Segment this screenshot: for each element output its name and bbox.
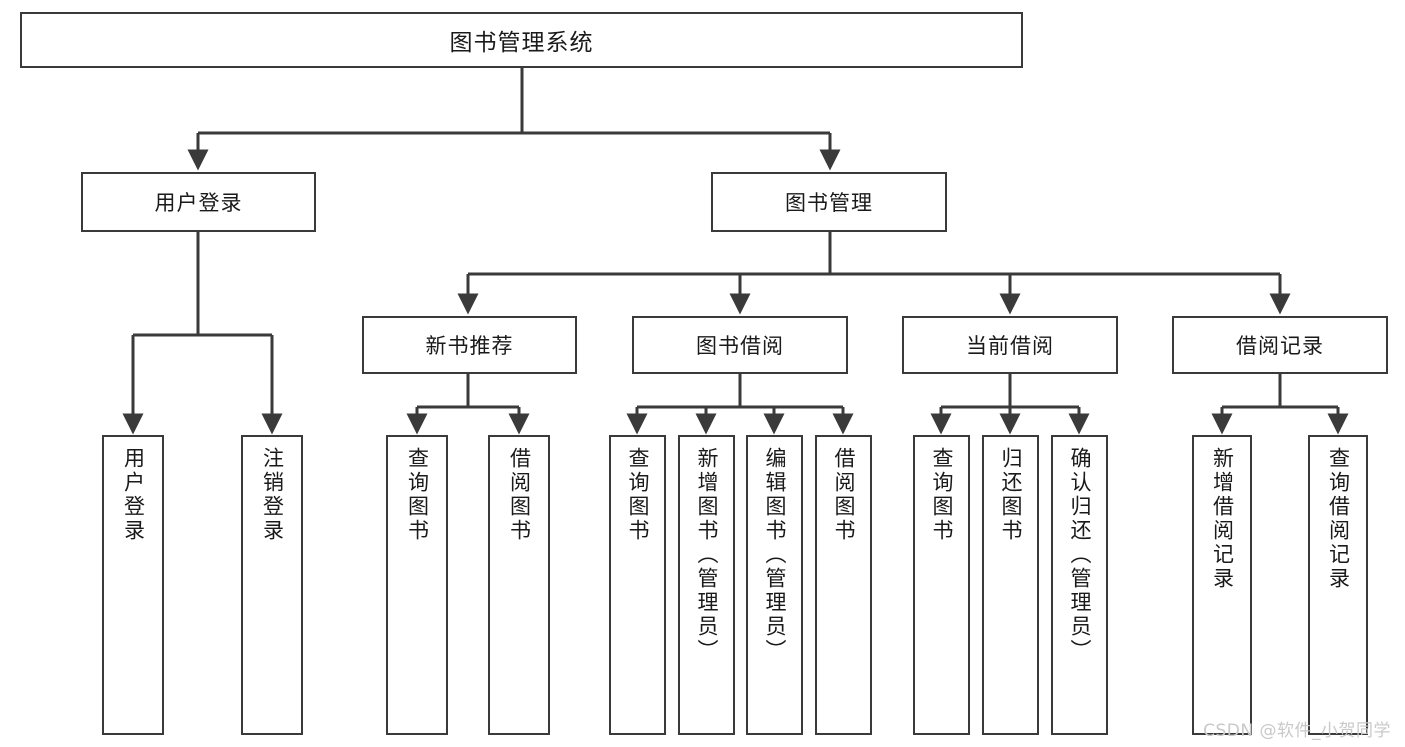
csdn-watermark: CSDN @软件_小贺同学: [1203, 721, 1391, 741]
leaf-current-confirm-return-admin[interactable]: 确认归还（管理员）: [1051, 435, 1108, 735]
node-label: 用户登录: [154, 191, 243, 215]
node-label: 编辑图书（管理员）: [763, 447, 787, 663]
node-label: 图书借阅: [696, 334, 784, 358]
node-book-management[interactable]: 图书管理: [711, 172, 947, 232]
leaf-borrow-edit-book-admin[interactable]: 编辑图书（管理员）: [746, 435, 803, 735]
node-book-borrow[interactable]: 图书借阅: [632, 316, 848, 374]
node-label: 图书管理系统: [449, 30, 594, 56]
node-user-login[interactable]: 用户登录: [81, 172, 316, 232]
leaf-borrow-borrow-book[interactable]: 借阅图书: [815, 435, 872, 735]
node-label: 新增图书（管理员）: [695, 447, 719, 663]
node-label: 确认归还（管理员）: [1068, 447, 1092, 663]
node-label: 用户登录: [121, 447, 146, 543]
node-label: 借阅图书: [832, 447, 856, 543]
leaf-borrow-query-book[interactable]: 查询图书: [609, 435, 666, 735]
node-label: 查询借阅记录: [1326, 447, 1351, 591]
leaf-borrow-add-book-admin[interactable]: 新增图书（管理员）: [678, 435, 735, 735]
node-label: 当前借阅: [966, 334, 1054, 358]
node-label: 借阅记录: [1236, 334, 1324, 358]
leaf-current-return-book[interactable]: 归还图书: [982, 435, 1039, 735]
node-label: 借阅图书: [507, 447, 532, 543]
node-label: 新增借阅记录: [1210, 447, 1235, 591]
node-label: 查询图书: [626, 447, 650, 543]
leaf-record-query-borrow-record[interactable]: 查询借阅记录: [1308, 435, 1368, 735]
node-current-borrow[interactable]: 当前借阅: [902, 316, 1118, 374]
node-label: 查询图书: [405, 447, 430, 543]
node-new-book-recommend[interactable]: 新书推荐: [362, 316, 577, 374]
node-label: 归还图书: [999, 447, 1023, 543]
node-root-book-management-system[interactable]: 图书管理系统: [20, 12, 1023, 68]
node-borrow-record[interactable]: 借阅记录: [1172, 316, 1388, 374]
leaf-record-add-borrow-record[interactable]: 新增借阅记录: [1192, 435, 1252, 735]
leaf-new-book-borrow-book[interactable]: 借阅图书: [488, 435, 550, 735]
node-label: 查询图书: [930, 447, 954, 543]
node-label: 新书推荐: [425, 334, 514, 358]
leaf-user-login[interactable]: 用户登录: [102, 435, 164, 735]
leaf-user-logout[interactable]: 注销登录: [241, 435, 303, 735]
node-label: 图书管理: [785, 191, 873, 215]
node-label: 注销登录: [260, 447, 285, 543]
leaf-new-book-query-book[interactable]: 查询图书: [386, 435, 448, 735]
leaf-current-query-book[interactable]: 查询图书: [913, 435, 970, 735]
